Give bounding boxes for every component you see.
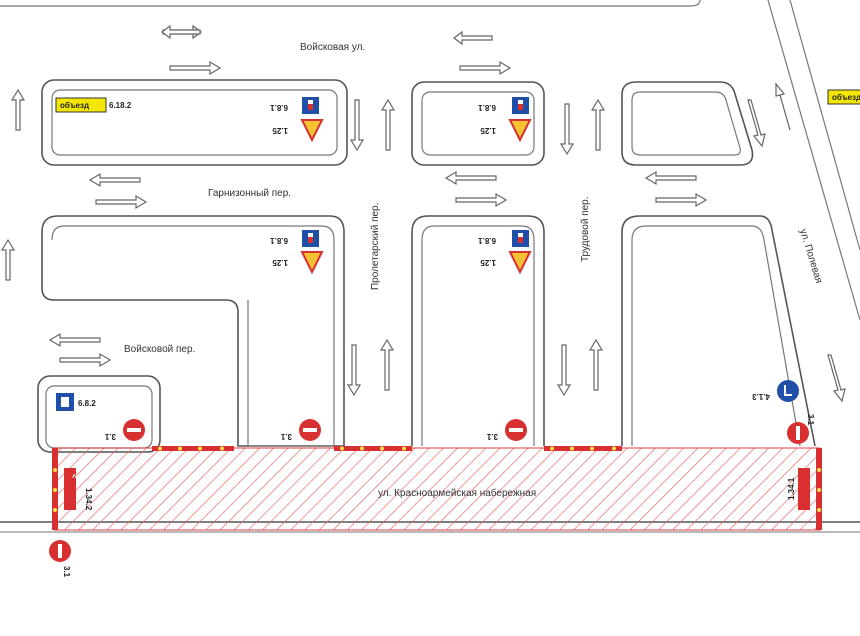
svg-text:6.8.1: 6.8.1 [270,103,288,112]
chevron-sign-right: 1.34.1 [787,468,810,510]
svg-text:6.8.1: 6.8.1 [478,103,496,112]
road-edge-top [0,0,701,7]
svg-text:6.8.2: 6.8.2 [78,399,96,408]
svg-text:6.8.1: 6.8.1 [478,236,496,245]
no-entry-sign: 3.1 [787,414,815,444]
street-label-trudovoy: Трудовой пер. [580,196,591,262]
sign-code: 1.34.2 [84,488,93,511]
sign-code: 1.34.1 [787,477,796,500]
svg-text:6.8.1: 6.8.1 [270,236,288,245]
svg-text:1.25: 1.25 [480,258,496,267]
no-entry-sign: 3.1 [104,419,145,441]
dead-end-sign-side: 6.8.2 [56,393,96,411]
dead-end-sign-group: 6.8.1 1.25 [478,97,532,143]
no-entry-sign: 3.1 [486,419,527,441]
street-label-garnizonny: Гарнизонный пер. [208,188,291,199]
svg-text:6.18.2: 6.18.2 [109,101,132,110]
block-3 [621,81,754,166]
closure-zone [52,446,822,531]
road-edge-polevaya-2 [789,0,860,251]
svg-text:3.1: 3.1 [486,432,498,441]
svg-text:^: ^ [72,473,77,482]
no-entry-sign: 3.1 [49,540,71,578]
svg-text:объезд: объезд [832,93,860,102]
svg-text:1.25: 1.25 [480,126,496,135]
detour-sign-right: объезд [827,89,860,105]
svg-text:3.1: 3.1 [806,414,815,426]
svg-text:3.1: 3.1 [104,432,116,441]
svg-text:3.1: 3.1 [62,566,71,578]
street-label-krasnoarmeyskaya: ул. Красноармейская набережная [378,487,536,499]
block-2 [411,81,545,166]
block-1 [41,79,348,166]
block-6 [411,215,545,446]
no-entry-sign: 3.1 [280,419,321,441]
svg-text:объезд: объезд [60,101,89,110]
block-7 [621,215,816,447]
svg-text:4.1.3: 4.1.3 [752,392,770,401]
dead-end-sign-group: 6.8.1 1.25 [270,97,324,143]
dead-end-sign-group: 6.8.1 1.25 [478,230,532,275]
round-traffic-sign: 4.1.3 [752,380,799,402]
svg-text:1.25: 1.25 [272,126,288,135]
street-label-polevaya: ул. Полевая [797,228,824,285]
svg-text:1.25: 1.25 [272,258,288,267]
street-label-proletarsky: Пролетарский пер. [370,203,381,290]
road-edge-polevaya [767,0,860,321]
direction-arrows [0,24,846,403]
detour-sign: объезд 6.18.2 [55,97,132,113]
block-4 [41,215,345,447]
street-label-voiskovaya: Войсковая ул. [300,42,365,53]
chevron-sign-left: ^ 1.34.2 [64,468,93,511]
block-5 [37,375,161,453]
street-label-voiskovoy: Войсковой пер. [124,344,195,355]
dead-end-sign-group: 6.8.1 1.25 [270,230,324,275]
svg-text:3.1: 3.1 [280,432,292,441]
